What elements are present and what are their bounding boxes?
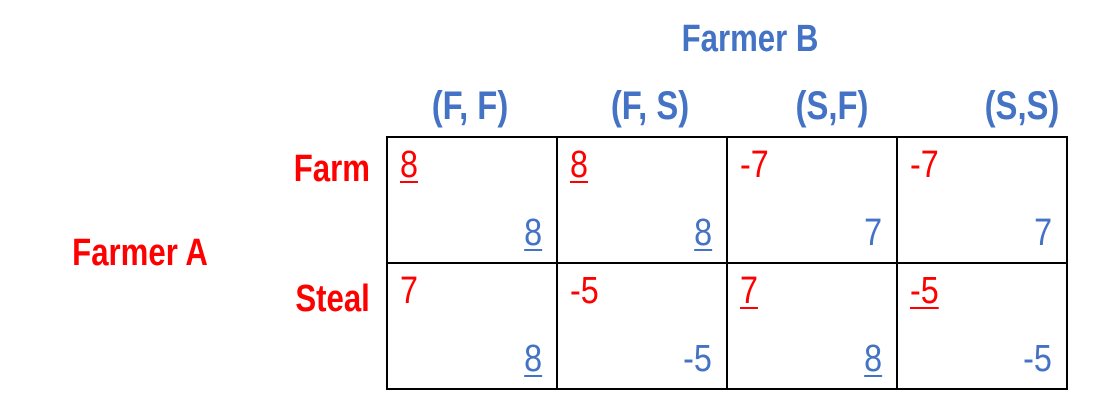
farmer-a-label: Farmer A (72, 232, 208, 274)
payoff-matrix: 8 8 8 8 -7 7 -7 7 7 8 -5 -5 7 8 -5 (386, 136, 1068, 390)
payoff-farmer-a: -5 (910, 270, 939, 312)
payoff-cell: -5 -5 (896, 262, 1068, 390)
column-header-sf: (S,F) (795, 84, 869, 128)
payoff-farmer-b: 7 (864, 212, 882, 254)
payoff-cell: 8 8 (386, 136, 558, 264)
payoff-cell: 7 8 (386, 262, 558, 390)
row-header-farm: Farm (293, 148, 370, 190)
payoff-farmer-b: 7 (1034, 212, 1052, 254)
payoff-farmer-b: -5 (1023, 338, 1052, 380)
payoff-farmer-a: -5 (570, 270, 599, 312)
payoff-farmer-a: -7 (740, 144, 769, 186)
payoff-farmer-b: 8 (864, 338, 882, 380)
payoff-farmer-b: -5 (683, 338, 712, 380)
column-header-ff: (F, F) (431, 84, 509, 128)
row-header-steal: Steal (295, 278, 370, 320)
payoff-farmer-b: 8 (524, 338, 542, 380)
column-header-ss: (S,S) (984, 84, 1060, 128)
payoff-farmer-a: 8 (400, 144, 418, 186)
payoff-cell: 7 8 (726, 262, 898, 390)
farmer-b-label: Farmer B (681, 18, 819, 60)
payoff-farmer-a: 7 (740, 270, 758, 312)
payoff-cell: -5 -5 (556, 262, 728, 390)
payoff-farmer-b: 8 (694, 212, 712, 254)
payoff-farmer-a: -7 (910, 144, 939, 186)
payoff-cell: -7 7 (726, 136, 898, 264)
payoff-cell: -7 7 (896, 136, 1068, 264)
column-header-fs: (F, S) (610, 84, 690, 128)
payoff-cell: 8 8 (556, 136, 728, 264)
payoff-farmer-a: 7 (400, 270, 418, 312)
matrix-row-farm: 8 8 8 8 -7 7 -7 7 (386, 136, 1068, 264)
matrix-row-steal: 7 8 -5 -5 7 8 -5 -5 (386, 262, 1068, 390)
payoff-farmer-b: 8 (524, 212, 542, 254)
payoff-farmer-a: 8 (570, 144, 588, 186)
